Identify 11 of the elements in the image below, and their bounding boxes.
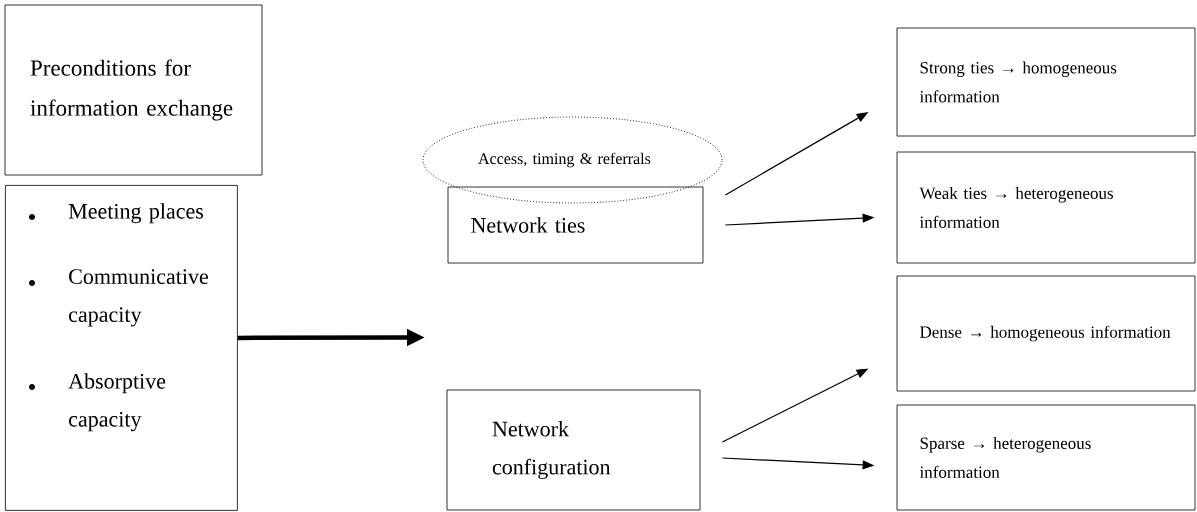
process-box: Network ties — [447, 186, 704, 264]
outcome-box: Dense → homogeneous information — [896, 275, 1196, 392]
list-item: Absorptive capacity — [68, 373, 166, 432]
outcome-box: Sparse → heterogeneous information — [896, 404, 1196, 511]
process-box: Network configuration — [446, 389, 701, 511]
list-item: Communicative capacity — [69, 269, 208, 327]
list-item: Meeting places — [68, 203, 204, 224]
outcome-box: Strong ties → homogeneous information — [896, 27, 1196, 137]
list-box — [5, 185, 238, 511]
process-box: Preconditions for information exchange — [4, 4, 263, 176]
outcome-box: Weak ties → heterogeneous information — [896, 151, 1196, 264]
